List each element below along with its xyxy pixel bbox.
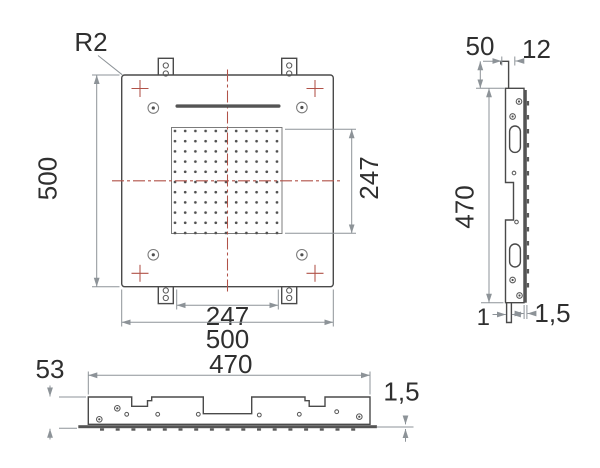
corner-hole-top-left	[147, 102, 160, 114]
mounting-tab-top-left	[157, 57, 175, 76]
dim-label-bottom-height: 53	[36, 354, 65, 384]
dim-bottom-width: 470	[87, 349, 371, 395]
dim-corner-radius: R2	[74, 27, 123, 76]
bottom-body-outline	[87, 396, 371, 425]
dim-label-side-height: 470	[450, 185, 480, 228]
dim-label-sheet-thickness: 1	[477, 304, 490, 331]
dim-label-bottom-width: 470	[209, 349, 252, 379]
dim-label-grid-height: 247	[354, 156, 384, 199]
side-holes	[509, 98, 523, 299]
dim-side-tab-height: 50	[466, 31, 505, 89]
side-slot-lower	[508, 243, 522, 268]
dim-label-front-width: 500	[206, 324, 249, 354]
dim-label-side-tab-height: 50	[466, 31, 495, 61]
dim-side-height: 470	[450, 88, 504, 304]
side-bottom-tab	[505, 302, 513, 324]
dim-label-side-tab-width: 12	[522, 34, 551, 64]
corner-hole-bottom-right	[296, 248, 308, 261]
side-slot-upper	[508, 125, 522, 154]
dim-side-tab-width: 12	[492, 34, 551, 66]
dim-sheet-thickness: 1	[477, 304, 521, 331]
dim-label-grid-width: 247	[206, 301, 249, 331]
side-body-outline	[504, 87, 525, 304]
dim-label-front-height: 500	[33, 157, 63, 200]
dim-label-side-edge-thickness: 1,5	[534, 298, 570, 328]
side-edge-teeth	[526, 101, 530, 297]
bottom-view: 53 470 1,5	[36, 349, 420, 442]
bottom-holes	[95, 404, 363, 423]
bottom-base-plate	[78, 425, 377, 429]
dim-grid-height: 247	[285, 128, 384, 234]
dim-label-bottom-base-thickness: 1,5	[383, 377, 419, 407]
dim-bottom-base-thickness: 1,5	[376, 377, 420, 442]
front-view: R2 500 247 247 500	[33, 27, 385, 354]
side-folded-edge	[524, 90, 527, 303]
dim-bottom-height: 53	[36, 354, 86, 440]
tab-holes	[162, 62, 293, 302]
slot-bar	[175, 104, 281, 108]
dim-front-height: 500	[33, 74, 120, 288]
dim-side-edge-thickness: 1,5	[514, 298, 571, 328]
side-view: 50 12 470 1 1,5	[450, 31, 571, 331]
mounting-tab-top-right	[281, 57, 298, 76]
bottom-base-teeth	[100, 428, 364, 431]
corner-hole-bottom-left	[147, 248, 160, 261]
corner-hole-top-right	[296, 101, 308, 114]
center-mark-bottom-left	[131, 264, 149, 282]
hole-grid-dots	[173, 129, 279, 235]
center-mark-bottom-right	[306, 264, 324, 282]
dim-grid-width: 247	[176, 289, 279, 331]
center-mark-top-right	[306, 80, 324, 97]
center-mark-top-left	[131, 80, 149, 97]
dim-label-corner-radius: R2	[74, 27, 107, 57]
dim-front-width: 500	[121, 289, 334, 354]
